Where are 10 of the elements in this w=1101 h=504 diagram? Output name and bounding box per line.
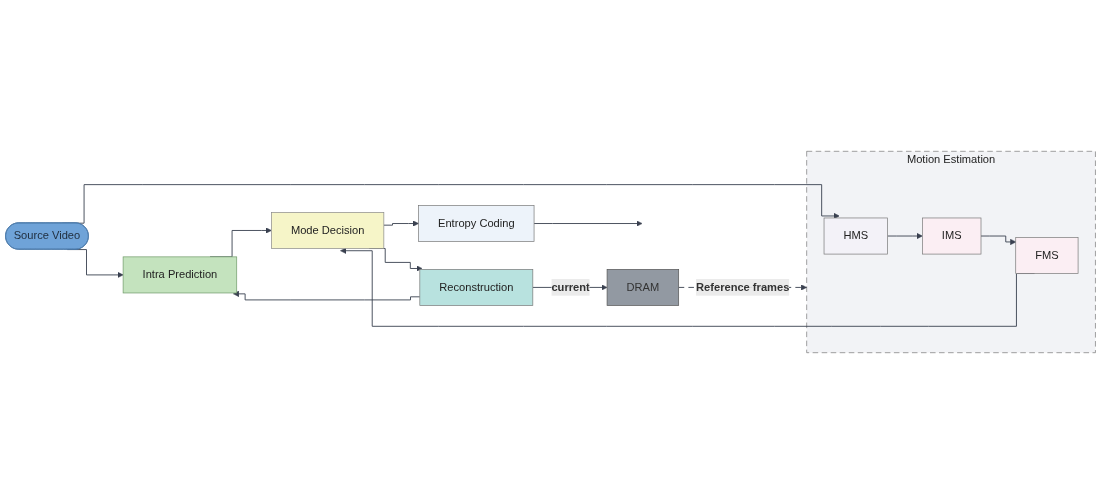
edge-label: current [551, 281, 590, 293]
node-box: IMS [922, 217, 982, 255]
node-box: HMS [823, 217, 888, 255]
node-box: Reconstruction [419, 269, 534, 306]
node-box: FMS [1015, 237, 1079, 274]
node-box: Entropy Coding [418, 205, 535, 242]
node-box: DRAM [606, 269, 680, 306]
node-box: Mode Decision [271, 212, 385, 249]
node-box: Intra Prediction [122, 256, 238, 294]
edge-label: Reference frames [696, 281, 790, 293]
